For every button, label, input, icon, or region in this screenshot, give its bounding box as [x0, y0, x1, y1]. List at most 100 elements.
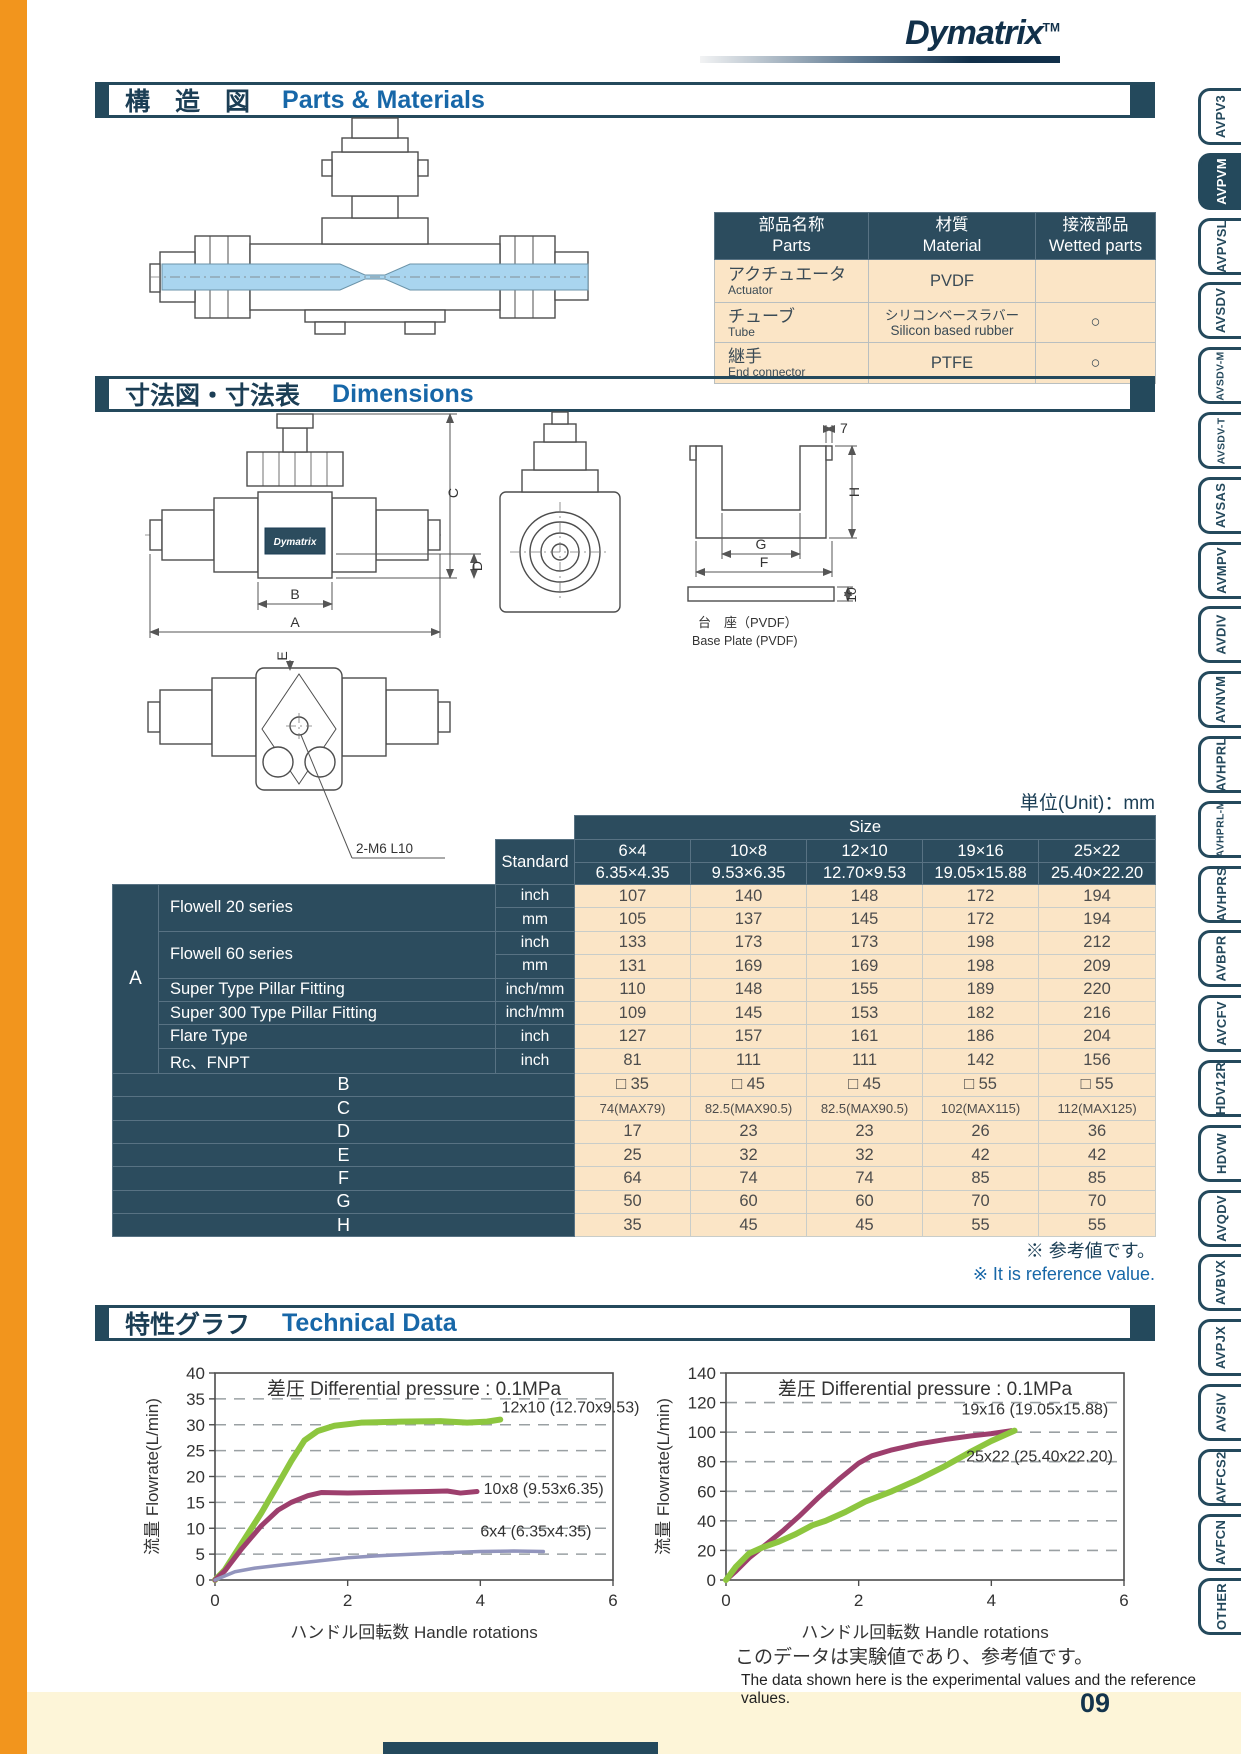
dim-label-10: 10 [843, 587, 859, 603]
brand-logo-underline [700, 56, 1060, 63]
section-header-parts-materials: 構 造 図 Parts & Materials [95, 82, 1155, 118]
material-cell: PVDF [868, 259, 1036, 303]
series-line [212, 1416, 504, 1583]
sidebar-tab-avhprs[interactable]: AVHPRS [1198, 865, 1241, 923]
thread-callout: 2-M6 L10 [356, 841, 413, 856]
sidebar-tab-label: AVQDV [1213, 1194, 1229, 1242]
sidebar-tab-avpvm[interactable]: AVPVM [1198, 152, 1241, 210]
bottom-footer-bar [383, 1742, 658, 1754]
svg-text:100: 100 [688, 1423, 716, 1442]
section-title-jp: 構 造 図 [125, 88, 251, 116]
sidebar-tab-hdv12r[interactable]: HDV12R [1198, 1060, 1241, 1117]
value-cell: 153 [806, 1000, 924, 1026]
dim-label-7: 7 [840, 420, 848, 436]
value-cell: 198 [922, 930, 1040, 956]
value-cell: 64 [574, 1166, 692, 1191]
sidebar-tab-avnvm[interactable]: AVNVM [1198, 671, 1241, 729]
value-cell: 204 [1038, 1024, 1157, 1049]
svg-text:流量 Flowrate(L/min): 流量 Flowrate(L/min) [654, 1398, 673, 1555]
letter-label-cell: E [111, 1142, 576, 1168]
series-label: 19x16 (19.05x15.88) [961, 1401, 1108, 1418]
value-cell: 127 [574, 1024, 692, 1049]
value-cell: 131 [574, 954, 692, 979]
value-cell: 161 [806, 1024, 924, 1049]
sidebar-tab-label: AVNVM [1213, 675, 1229, 724]
value-cell: 107 [574, 883, 692, 909]
section-title-en: Dimensions [332, 379, 474, 408]
section-title-en: Technical Data [282, 1308, 457, 1337]
reference-notes: ※ 参考値です。 ※ It is reference value. [860, 1240, 1155, 1286]
value-cell: 23 [806, 1119, 924, 1144]
sidebar-tab-label: HDVW [1213, 1132, 1229, 1174]
sidebar-tab-avqdv[interactable]: AVQDV [1198, 1189, 1241, 1247]
sidebar-tab-hdvw[interactable]: HDVW [1198, 1124, 1241, 1182]
sidebar-tab-avsdv-m[interactable]: AVSDV-M [1198, 347, 1241, 405]
value-cell: 198 [922, 954, 1040, 979]
sidebar-tab-avfcn[interactable]: AVFCN [1198, 1513, 1241, 1571]
header-right-block [1130, 1308, 1155, 1338]
sidebar-tab-avpvsl[interactable]: AVPVSL [1198, 217, 1241, 275]
sidebar-tab-avsas[interactable]: AVSAS [1198, 476, 1241, 534]
value-cell: □ 35 [574, 1072, 692, 1098]
sidebar-tab-avbpr[interactable]: AVBPR [1198, 930, 1241, 988]
sidebar-tab-label: AVSAS [1213, 482, 1229, 528]
sidebar-tab-label: AVBPR [1213, 935, 1229, 982]
sidebar-tab-label: AVFCS2 [1213, 1451, 1229, 1504]
sidebar-tab-avdiv[interactable]: AVDIV [1198, 606, 1241, 664]
reference-note-en: ※ It is reference value. [972, 1264, 1155, 1284]
size-col-subheader: 25.40×22.20 [1038, 862, 1157, 885]
header-right-block [1130, 379, 1155, 409]
series-line [212, 1488, 480, 1583]
dim-label-f: F [760, 554, 769, 570]
sidebar-tab-other[interactable]: OTHER [1198, 1578, 1241, 1636]
value-cell: 45 [806, 1213, 924, 1238]
letter-label-cell: F [111, 1166, 576, 1191]
sidebar-tab-avsdv[interactable]: AVSDV [1198, 282, 1241, 340]
size-col-subheader: 9.53×6.35 [690, 862, 808, 885]
section-header-technical-data: 特性グラフ Technical Data [95, 1305, 1155, 1341]
sidebar-tab-avpjx[interactable]: AVPJX [1198, 1319, 1241, 1377]
fitting-label-cell: Flare Type [158, 1024, 496, 1049]
value-cell: 111 [806, 1047, 924, 1074]
series-label: 25x22 (25.40x22.20) [966, 1449, 1113, 1466]
svg-text:40: 40 [697, 1512, 716, 1531]
size-col-header: 10×8 [690, 839, 808, 863]
sidebar-tab-avhprl-m[interactable]: AVHPRL-M [1198, 801, 1241, 858]
group-a-cell: A [112, 884, 159, 1074]
sidebar-tab-label: AVSDV [1213, 288, 1229, 334]
sidebar-tab-avpv3[interactable]: AVPV3 [1198, 88, 1241, 145]
value-cell: 148 [806, 883, 924, 909]
svg-text:15: 15 [186, 1493, 205, 1512]
value-cell: 216 [1038, 1000, 1157, 1026]
sidebar-tab-label: AVBVX [1213, 1260, 1229, 1306]
value-cell: 173 [690, 930, 808, 956]
svg-text:35: 35 [186, 1390, 205, 1409]
value-cell: 81 [574, 1047, 692, 1074]
sidebar-tab-avsdv-t[interactable]: AVSDV-T [1198, 412, 1241, 469]
sidebar-tab-label: AVSDV-T [1215, 417, 1228, 464]
value-cell: 109 [574, 1000, 692, 1026]
svg-text:0: 0 [210, 1591, 219, 1610]
bracket-drawing: 7 H G F 10 台 座（PVDF） Base Plate (PVDF) [687, 420, 862, 648]
sidebar-tab-avcfv[interactable]: AVCFV [1198, 995, 1241, 1053]
sidebar-tab-avfcs2[interactable]: AVFCS2 [1198, 1448, 1241, 1506]
base-plate-caption-jp: 台 座（PVDF） [698, 615, 798, 630]
value-cell: 155 [806, 977, 924, 1002]
sidebar-tab-avhprl[interactable]: AVHPRL [1198, 736, 1241, 793]
letter-label-cell: C [111, 1096, 576, 1121]
value-cell: 55 [1038, 1213, 1157, 1238]
sidebar-tab-avsiv[interactable]: AVSIV [1198, 1384, 1241, 1441]
sidebar-tab-avbvx[interactable]: AVBVX [1198, 1254, 1241, 1312]
unit-cell: inch/mm [494, 1000, 576, 1026]
sidebar-tab-avmpv[interactable]: AVMPV [1198, 541, 1241, 599]
page-number: 09 [1080, 1688, 1111, 1718]
